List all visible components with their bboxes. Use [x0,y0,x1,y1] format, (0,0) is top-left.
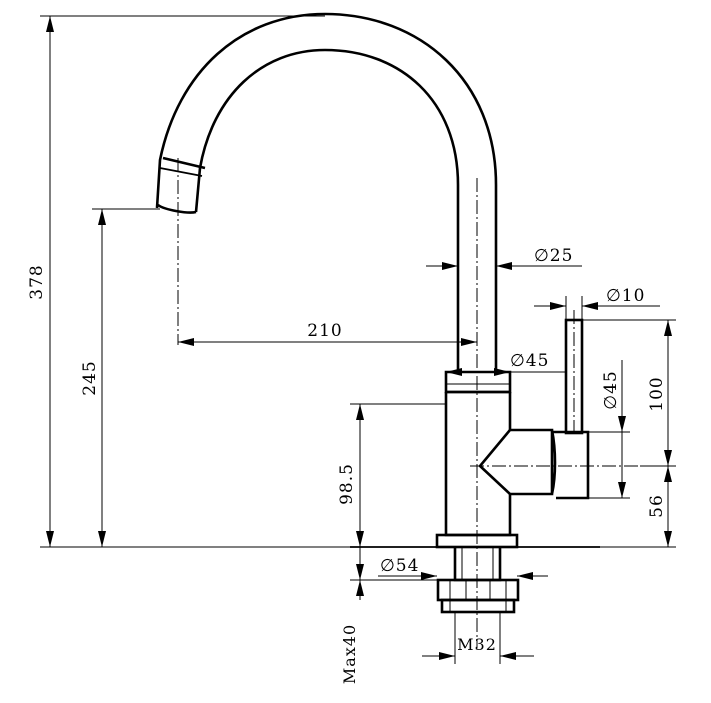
spout-outer-curve [155,12,498,372]
dim-label-base-diameter: ∅54 [380,556,419,576]
dim-max-thickness: Max40 [340,547,438,684]
aerator [157,156,206,214]
dim-label-spout-diameter: ∅25 [534,246,573,266]
dim-handle-axis-height: 56 [600,466,676,548]
dim-label-spout-reach: 210 [307,321,342,341]
dim-label-lever-height: 100 [647,376,667,411]
dim-lever-height: 100 [582,319,676,467]
dim-spout-reach: 210 [178,321,477,346]
dim-label-body-diameter: ∅45 [510,351,549,371]
dim-label-handle-axis-height: 56 [647,494,667,518]
dim-label-spout-height: 245 [80,360,100,395]
center-lines [177,158,640,648]
dim-body-diameter: ∅45 [446,351,565,376]
dim-body-height: 98.5 [337,403,446,547]
dim-total-height: 378 [27,15,350,548]
faucet-body [444,390,512,537]
dim-thread: M32 [422,612,534,664]
dim-label-thread: M32 [457,635,497,654]
dim-handle-diameter: ∅45 [588,360,630,499]
dim-label-max-thickness: Max40 [340,624,359,684]
spout-inner-curve [194,48,460,372]
dim-lever-diameter: ∅10 [534,286,660,320]
faucet-outline [155,12,600,614]
dim-spout-height: 245 [80,208,160,547]
dim-base-diameter: ∅54 [378,556,548,580]
handle-housing [478,428,557,496]
dim-label-lever-diameter: ∅10 [606,286,645,306]
dim-label-body-height: 98.5 [337,463,357,505]
dim-label-total-height: 378 [27,264,47,299]
dim-label-handle-diameter: ∅45 [601,370,621,409]
spout-collar [444,370,512,394]
dim-spout-diameter: ∅25 [426,246,582,270]
